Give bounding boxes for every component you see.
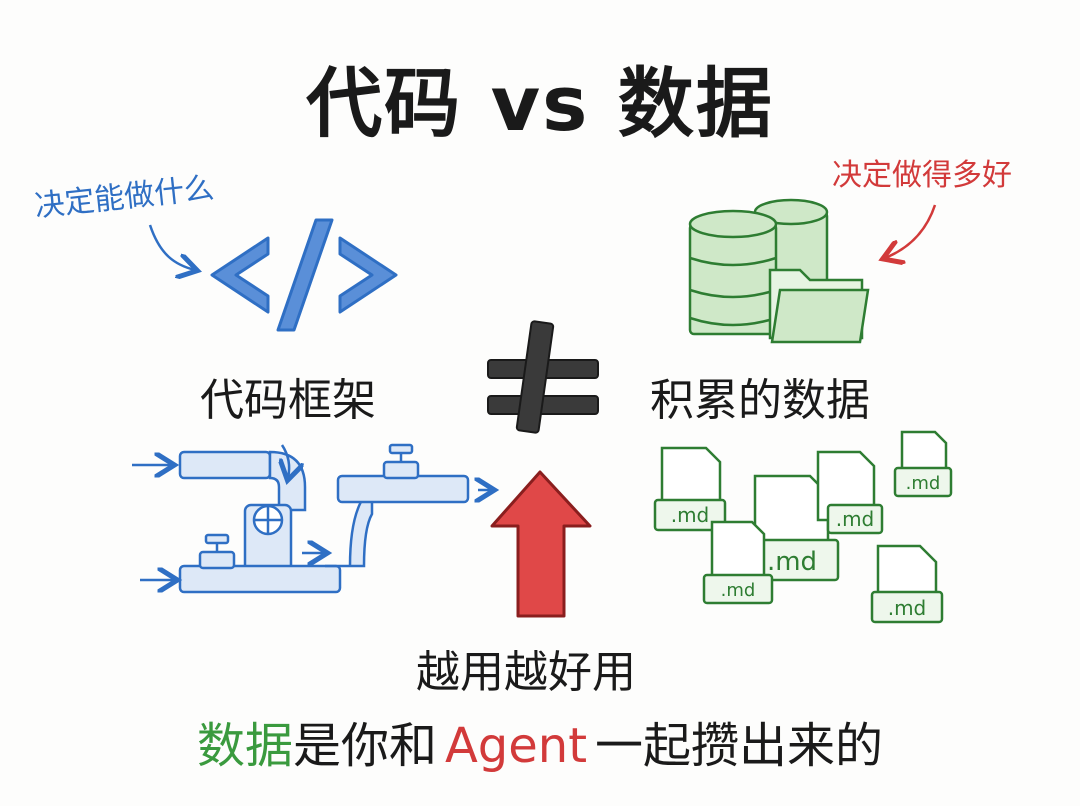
flow-arrows (132, 444, 492, 580)
page-title: 代码 vs 数据 (306, 59, 774, 148)
footer-agent-word: Agent (444, 718, 588, 774)
md-label: .md (906, 473, 941, 494)
not-equal-icon (487, 320, 599, 434)
md-label: .md (721, 580, 756, 601)
right-label: 积累的数据 (650, 375, 870, 426)
pipes-icon (178, 443, 470, 594)
left-label: 代码框架 (200, 375, 376, 426)
md-label: .md (888, 596, 927, 620)
arrow-caption: 越用越好用 (416, 647, 636, 698)
right-note: 决定做得多好 (832, 158, 1012, 193)
footer-data-word: 数据 (196, 718, 293, 774)
database-icon (688, 198, 829, 336)
code-brackets-icon (210, 218, 398, 332)
md-file-icon: .md .md .md .md .md .md (653, 430, 953, 624)
md-label: .md (767, 547, 817, 577)
footer-mid: 是你和 (292, 718, 437, 774)
md-label: .md (836, 507, 875, 531)
md-label: .md (671, 503, 710, 527)
left-note-arrow (148, 224, 195, 270)
right-note-arrow (885, 204, 937, 258)
folder-icon (768, 268, 870, 344)
footer-end: 一起攒出来的 (595, 718, 884, 774)
up-arrow-icon (490, 470, 592, 618)
